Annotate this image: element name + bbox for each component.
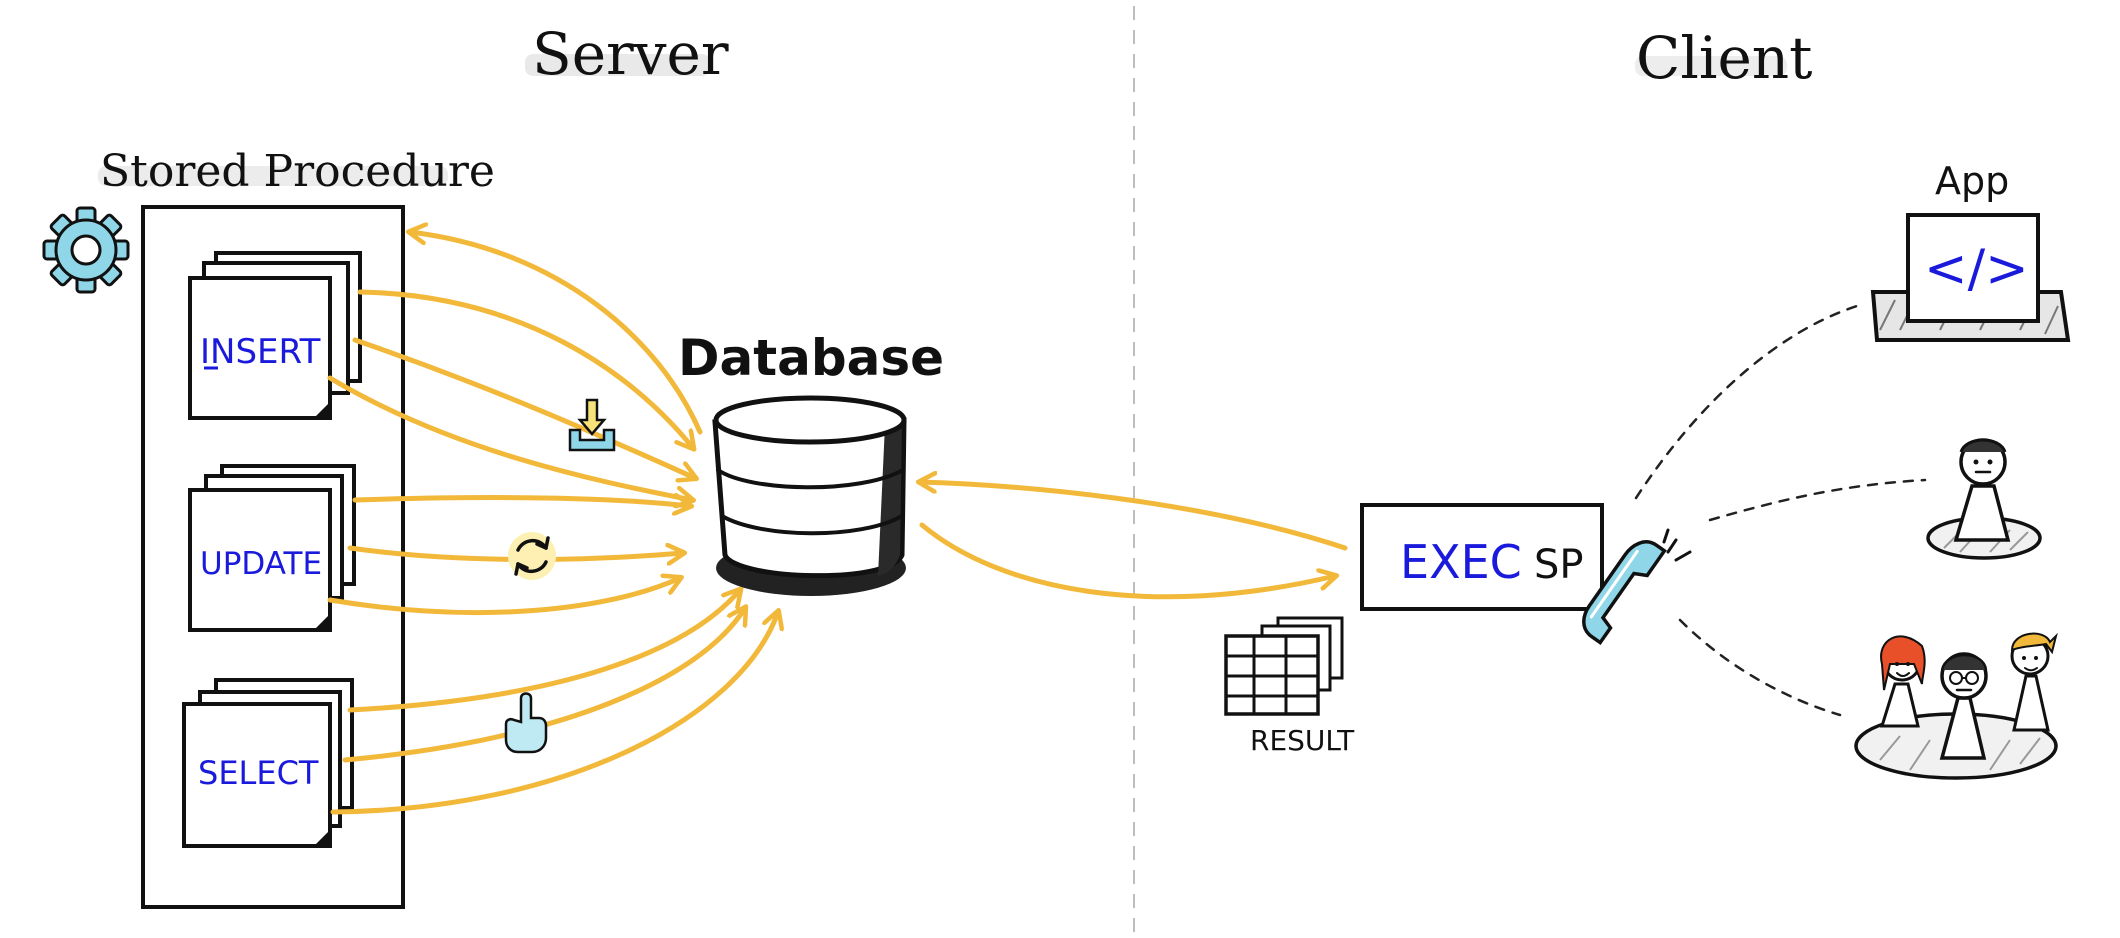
exec-label: EXEC — [1400, 535, 1522, 589]
server-title: Server — [532, 20, 729, 88]
exec-sp-box: EXEC SP — [1360, 503, 1604, 611]
insert-tray-icon — [568, 398, 616, 452]
phone-icon — [1582, 540, 1667, 646]
stored-procedure-label: Stored Procedure — [100, 146, 495, 197]
database-label: Database — [678, 329, 944, 387]
single-user-icon — [1926, 438, 2042, 560]
insert-document: INSERT — [188, 251, 362, 420]
result-arrow — [920, 482, 1348, 551]
refresh-icon — [508, 532, 556, 580]
client-connections — [1634, 303, 1927, 717]
update-document: UPDATE — [188, 464, 356, 632]
database-cylinder-icon — [712, 395, 907, 596]
result-label: RESULT — [1250, 724, 1355, 757]
code-symbol: </> — [1924, 239, 2029, 299]
app-label: App — [1935, 159, 2009, 203]
sp-label: SP — [1534, 542, 1584, 588]
pointer-hand-icon — [504, 692, 548, 754]
update-label: UPDATE — [200, 546, 322, 582]
client-title: Client — [1636, 24, 1812, 92]
call-arrow — [919, 522, 1335, 600]
gear-icon — [42, 206, 130, 294]
laptop-code-icon: </> — [1870, 213, 2071, 342]
insert-label: INSERT — [200, 332, 321, 372]
result-table-icon — [1224, 616, 1344, 716]
select-document: SELECT — [182, 678, 354, 848]
select-label: SELECT — [198, 754, 319, 792]
user-group-icon — [1854, 632, 2058, 780]
